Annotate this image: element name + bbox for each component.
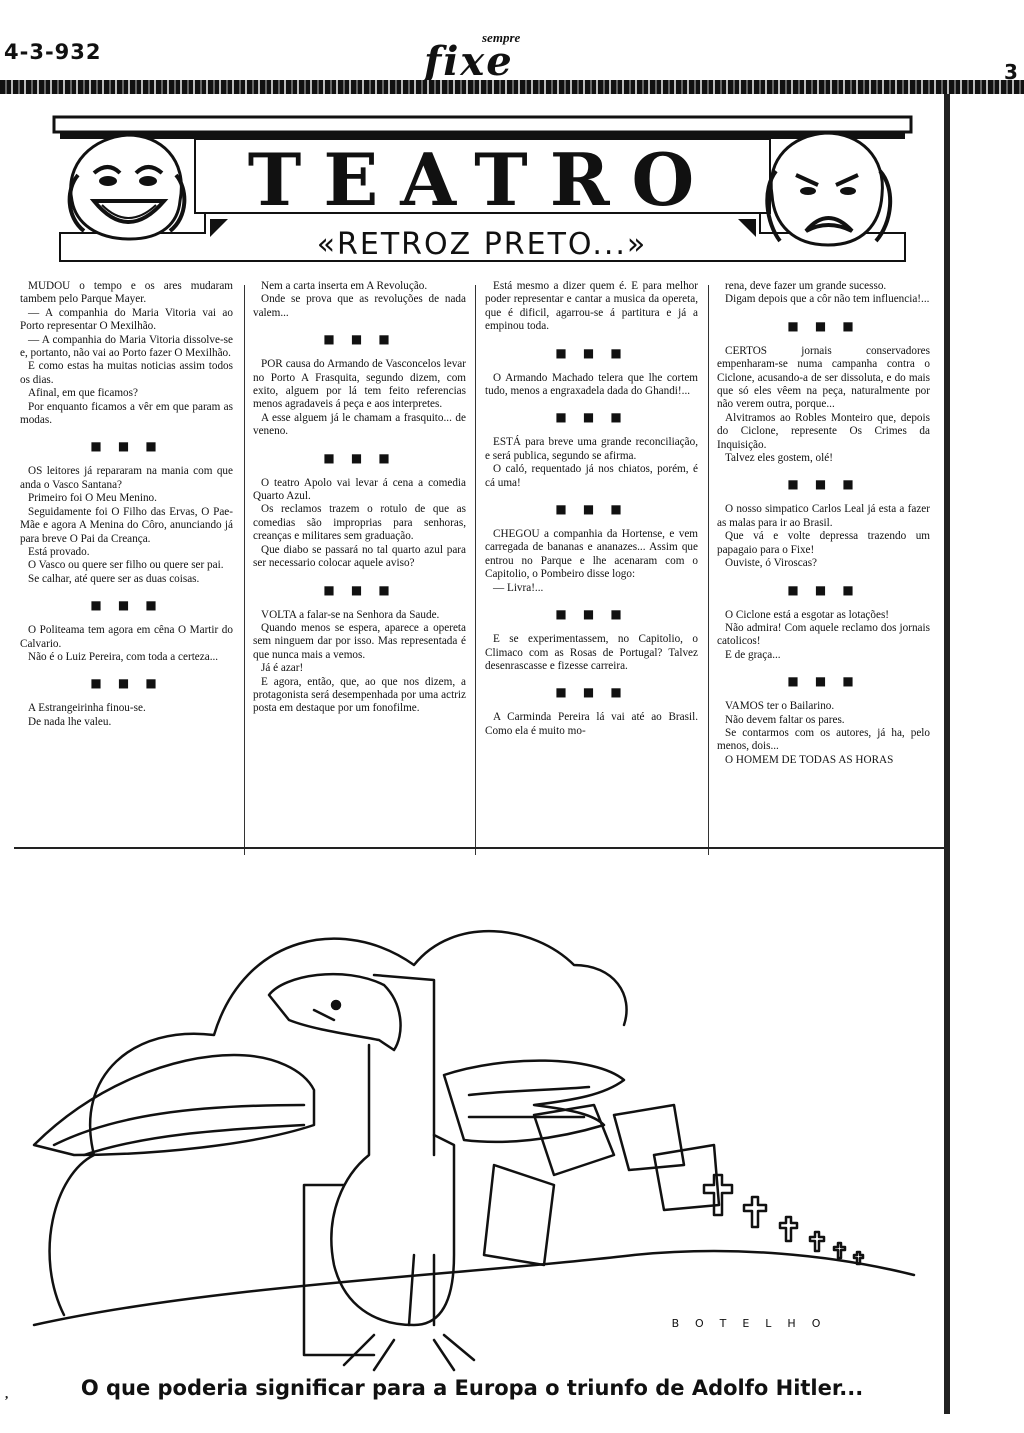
article-paragraph: O nosso simpatico Carlos Leal já esta a … <box>717 503 930 529</box>
page-number: 3 <box>1004 60 1018 84</box>
play-title: «RETROZ PRETO...» <box>317 227 648 262</box>
article-column-4: rena, deve fazer um grande sucesso.Digam… <box>717 280 930 767</box>
article-column-3: Está mesmo a dizer quem é. E para melhor… <box>485 280 698 738</box>
logo-main-text: fixe <box>424 38 514 85</box>
article-paragraph: O HOMEM DE TODAS AS HORAS <box>725 753 894 766</box>
newspaper-logo: sempre fixe <box>424 30 564 85</box>
article-paragraph: Afinal, em que ficamos? <box>28 387 138 400</box>
article-paragraph: E de graça... <box>725 648 781 661</box>
article-paragraph: Ouviste, ó Viroscas? <box>725 557 818 570</box>
article-paragraph: Talvez eles gostem, olé! <box>725 452 833 465</box>
section-separator: ■ ■ ■ <box>787 477 860 492</box>
header-rule <box>0 80 1024 94</box>
section-separator: ■ ■ ■ <box>787 318 860 333</box>
article-paragraph: O Armando Machado telera que lhe cortem … <box>485 371 698 398</box>
section-separator: ■ ■ ■ <box>90 676 163 691</box>
article-paragraph: Alvitramos ao Robles Monteiro que, depoi… <box>717 411 930 451</box>
section-separator: ■ ■ ■ <box>323 450 396 465</box>
grave-crosses-icon <box>482 1103 865 1267</box>
article-paragraph: OS leitores já repararam na mania com qu… <box>20 465 233 491</box>
article-paragraph: Não devem faltar os pares. <box>725 713 845 726</box>
corner-mark: , <box>5 1386 9 1401</box>
banner-ornament <box>210 219 756 237</box>
article-paragraph: E se experimentassem, no Capitolio, o Cl… <box>485 633 698 672</box>
section-separator: ■ ■ ■ <box>555 345 628 360</box>
column-rule <box>708 285 709 855</box>
right-border-rule <box>944 94 950 1414</box>
article-paragraph: CERTOS jornais conservadores empenharam-… <box>717 344 930 411</box>
article-paragraph: A esse alguem já le chamam a frasquito..… <box>253 411 466 438</box>
eagle-icon <box>32 972 626 1372</box>
article-paragraph: O Politeama tem agora em cêna O Martir d… <box>20 624 233 650</box>
background-cloud <box>48 929 628 1317</box>
article-paragraph: A Estrangeirinha finou-se. <box>28 702 146 715</box>
section-separator: ■ ■ ■ <box>323 332 396 347</box>
article-paragraph: E como estas ha muitas noticias assim to… <box>20 360 233 386</box>
article-paragraph: ESTÁ para breve uma grande reconciliação… <box>485 436 698 462</box>
section-separator: ■ ■ ■ <box>555 502 628 517</box>
column-rule <box>244 285 245 855</box>
cartoon-caption: O que poderia significar para a Europa o… <box>80 1376 864 1400</box>
article-paragraph: Seguidamente foi O Filho das Ervas, O Pa… <box>20 505 233 545</box>
issue-date: 4-3-932 <box>4 40 102 64</box>
section-separator: ■ ■ ■ <box>555 410 628 425</box>
article-paragraph: Se calhar, até quere ser as duas coisas. <box>28 572 200 585</box>
article-paragraph: O Vasco ou quere ser filho ou quere ser … <box>28 559 224 572</box>
article-paragraph: CHEGOU a companhia da Hortense, e vem ca… <box>485 528 698 581</box>
article-paragraph: — A companhia do Maria Vitoria vai ao Po… <box>20 306 233 333</box>
article-paragraph: Onde se prova que as revoluções de nada … <box>253 293 466 319</box>
logo-small-text: sempre <box>482 30 521 45</box>
article-paragraph: O Ciclone está a esgotar as lotações! <box>725 608 890 621</box>
column-rule <box>475 285 476 855</box>
article-paragraph: Está provado. <box>28 545 90 558</box>
ground-line <box>32 1249 916 1327</box>
article-column-1: MUDOU o tempo e os ares mudaram tambem p… <box>20 280 233 729</box>
section-separator: ■ ■ ■ <box>90 598 163 613</box>
article-paragraph: Por enquanto ficamos a vêr em que param … <box>20 400 233 427</box>
section-divider <box>14 847 944 849</box>
article-column-2: Nem a carta inserta em A Revolução.Onde … <box>253 280 466 716</box>
article-paragraph: Primeiro foi O Meu Menino. <box>28 492 157 505</box>
article-paragraph: VOLTA a falar-se na Senhora da Saude. <box>261 608 440 621</box>
article-paragraph: Quando menos se espera, aparece a operet… <box>253 621 466 661</box>
article-paragraph: Nem a carta inserta em A Revolução. <box>261 280 428 292</box>
article-paragraph: Que diabo se passará no tal quarto azul … <box>253 543 466 570</box>
article-paragraph: — A companhia do Maria Vitoria dissolve-… <box>20 333 233 360</box>
section-title: TEATRO <box>248 137 717 222</box>
article-paragraph: — Livra!... <box>493 581 544 594</box>
section-separator: ■ ■ ■ <box>90 439 163 454</box>
article-paragraph: O teatro Apolo vai levar á cena a comedi… <box>253 476 466 503</box>
article-paragraph: MUDOU o tempo e os ares mudaram tambem p… <box>20 280 233 306</box>
article-paragraph: VAMOS ter o Bailarino. <box>725 700 835 713</box>
article-paragraph: E agora, então, que, ao que nos dizem, a… <box>253 675 466 715</box>
section-separator: ■ ■ ■ <box>787 674 860 689</box>
section-separator: ■ ■ ■ <box>323 582 396 597</box>
section-separator: ■ ■ ■ <box>787 582 860 597</box>
section-separator: ■ ■ ■ <box>555 685 628 700</box>
article-paragraph: POR causa do Armando de Vasconcelos leva… <box>253 358 466 411</box>
article-paragraph: De nada lhe valeu. <box>28 715 112 728</box>
article-paragraph: Os reclamos trazem o rotulo de que as co… <box>253 503 466 543</box>
tragedy-mask-icon <box>765 131 893 247</box>
article-paragraph: Está mesmo a dizer quem é. E para melhor… <box>485 280 698 333</box>
article-paragraph: Digam depois que a côr não tem influenci… <box>725 293 930 306</box>
comedy-mask-icon <box>67 133 187 241</box>
article-paragraph: Se contarmos com os autores, já ha, pelo… <box>717 726 930 753</box>
article-paragraph: Já é azar! <box>261 662 304 675</box>
article-paragraph: Que vá e volte depressa trazendo um papa… <box>717 530 930 556</box>
article-paragraph: Não é o Luiz Pereira, com toda a certeza… <box>28 650 219 663</box>
article-paragraph: A Carminda Pereira lá vai até ao Brasil.… <box>485 711 698 737</box>
article-paragraph: Não admira! Com aquele reclamo dos jorna… <box>717 621 930 648</box>
artist-signature: BOTELHO <box>672 1317 837 1330</box>
eagle-cartoon: BOTELHO <box>32 929 916 1372</box>
article-paragraph: rena, deve fazer um grande sucesso. <box>725 280 887 292</box>
section-separator: ■ ■ ■ <box>555 607 628 622</box>
article-paragraph: O caló, requentado já nos chiatos, porém… <box>485 463 698 489</box>
section-banner: TEATRO «RETROZ PRETO...» <box>52 115 913 262</box>
